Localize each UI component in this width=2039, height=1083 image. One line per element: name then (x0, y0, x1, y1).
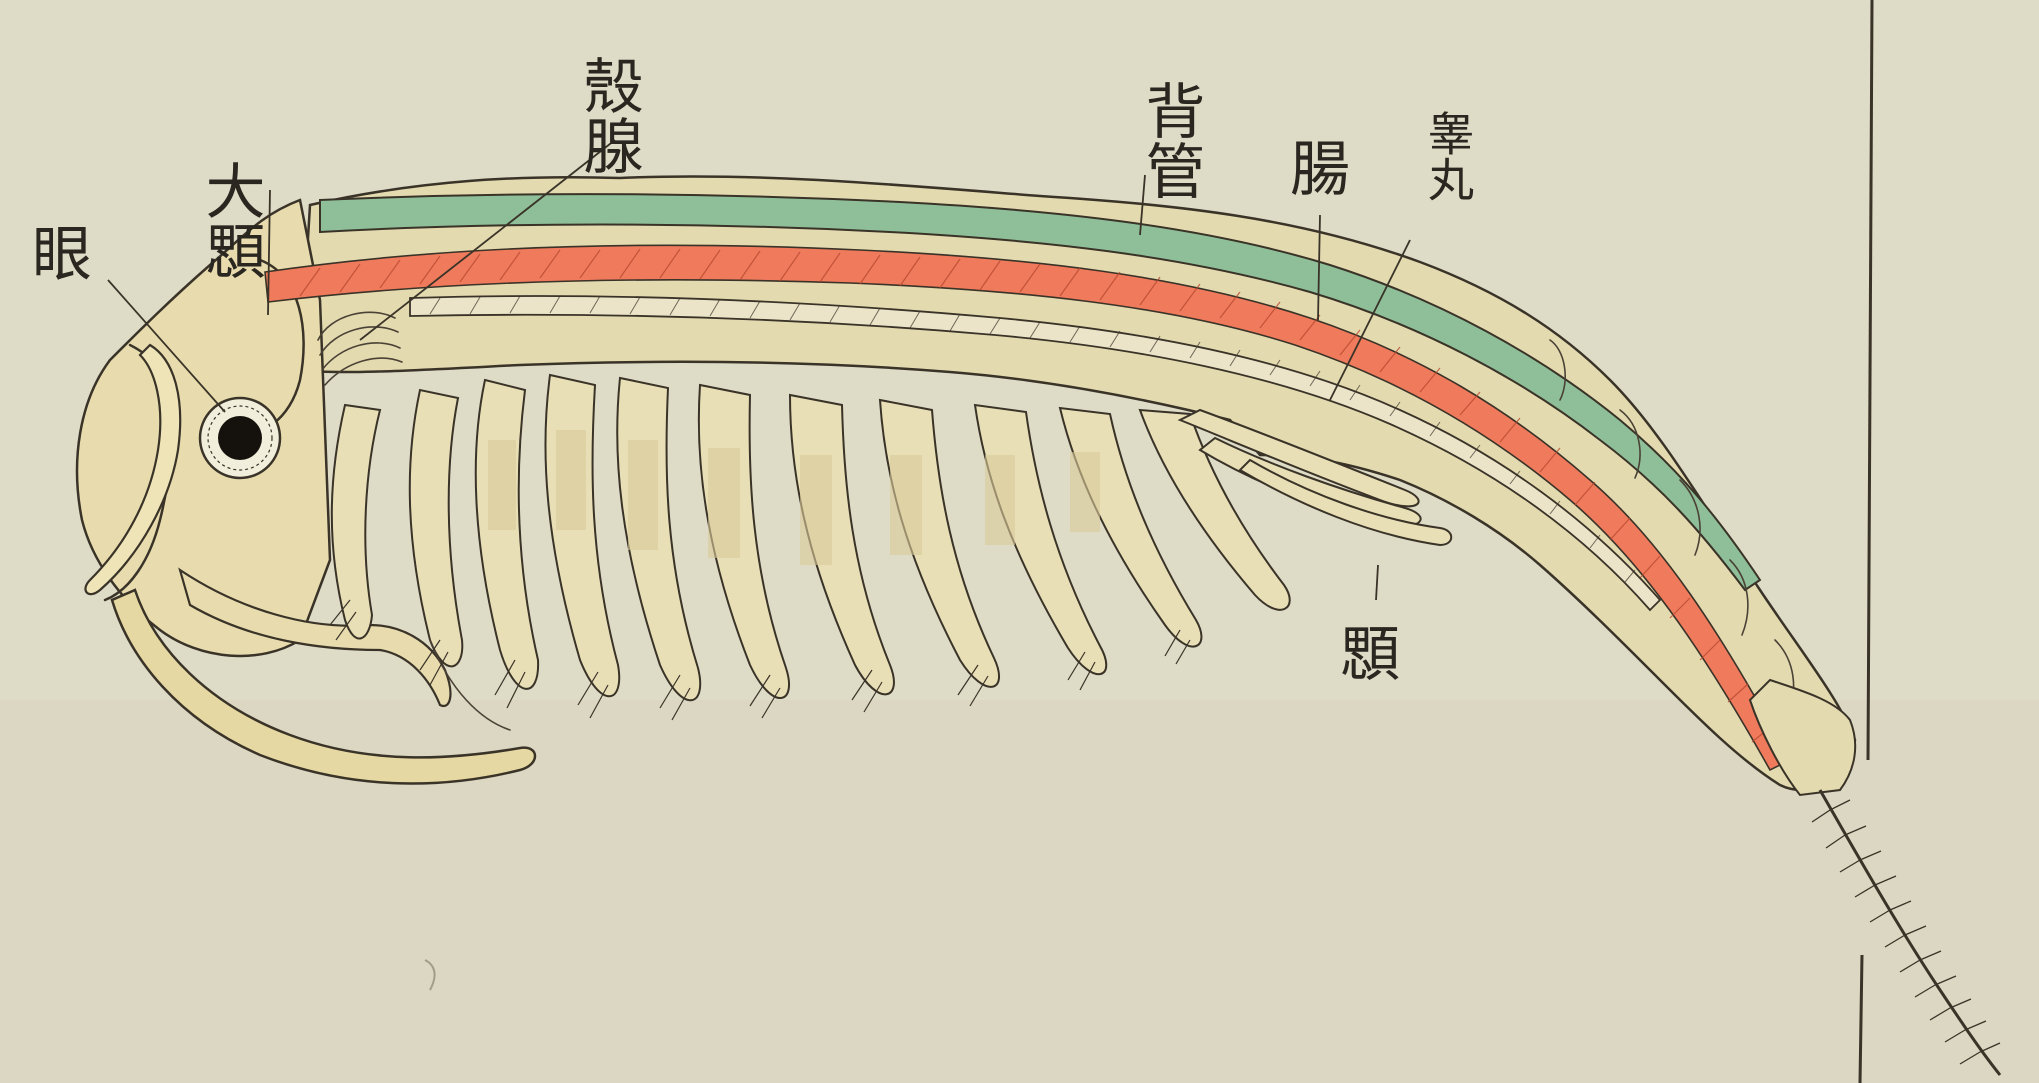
margin-rule-lower (1860, 955, 1862, 1083)
label-gill: 顋 (1340, 620, 1400, 690)
eye-pupil (218, 416, 262, 460)
label-antenna: 大顋 (195, 160, 265, 280)
label-eye: 眼 (32, 220, 92, 290)
label-shell-gland: 殼腺 (573, 55, 643, 175)
label-testis: 睾丸 (1421, 110, 1475, 202)
label-intestine: 腸 (1290, 135, 1350, 205)
label-dorsal-vessel: 背管 (1135, 80, 1205, 200)
